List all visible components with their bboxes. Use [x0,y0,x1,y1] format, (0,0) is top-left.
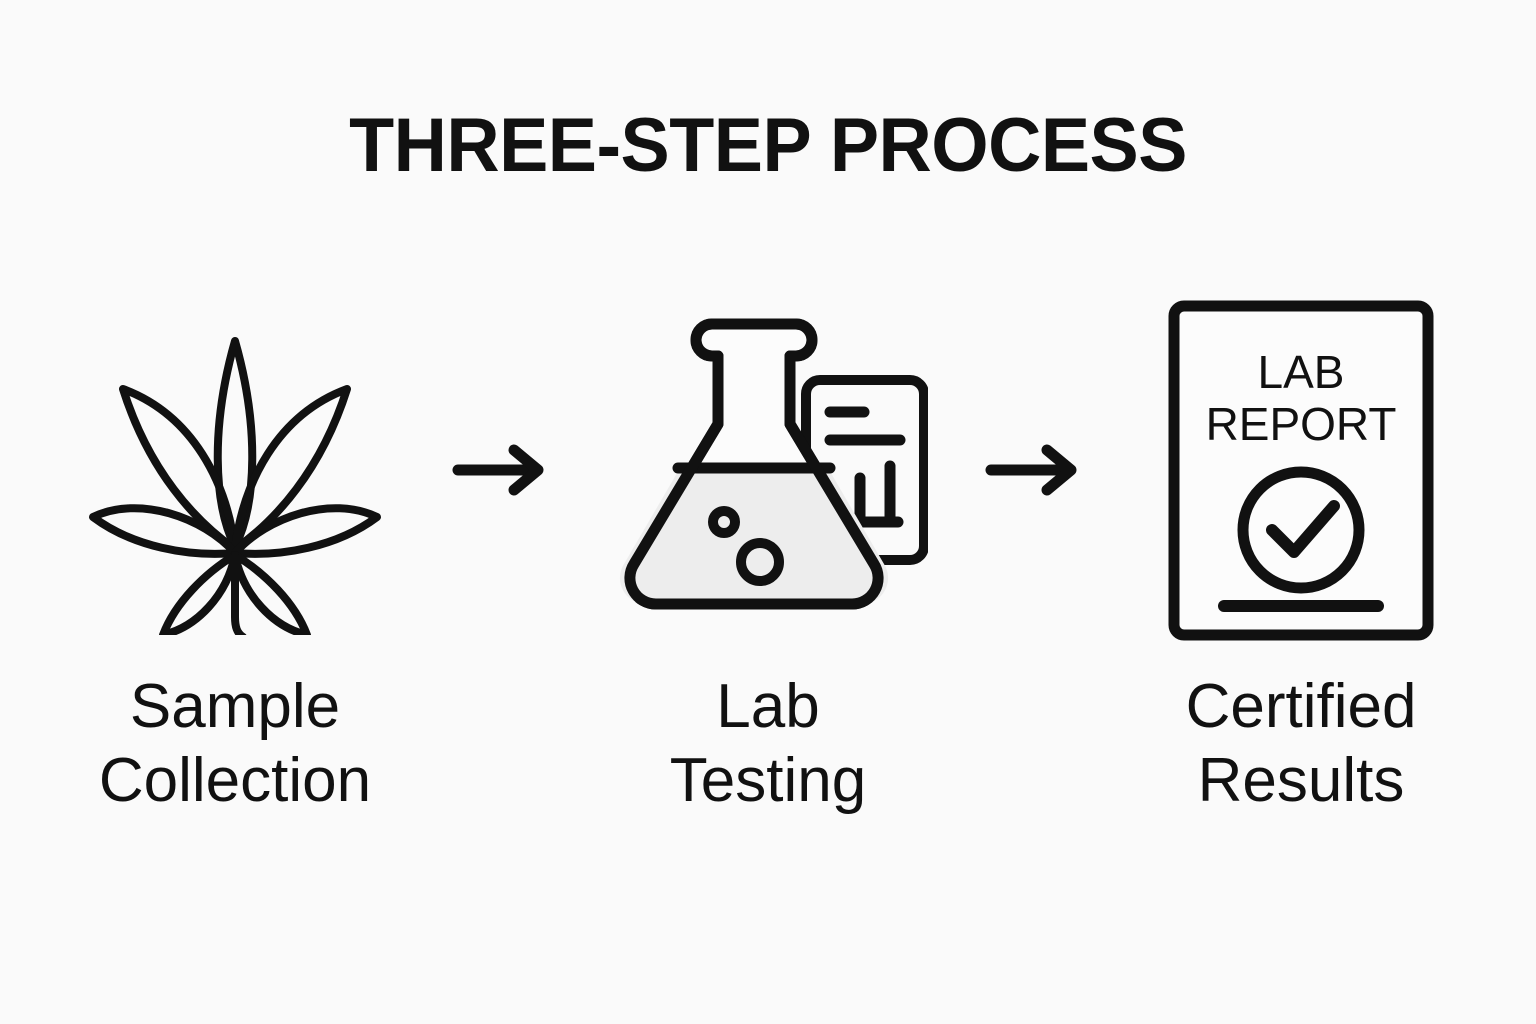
step-sample-collection: Sample Collection [70,290,400,818]
flask-liquid [619,468,889,605]
step-3-label: Certified Results [1185,672,1417,815]
arrow-right-icon [985,444,1076,496]
connector-1-box [442,290,562,650]
flask-bubble-large [736,538,784,586]
step-certified-results: LAB REPORT Certified Results [1136,290,1466,818]
page-title: THREE-STEP PROCESS [349,103,1187,188]
arrow-right-icon [452,444,543,496]
step-lab-testing: Lab Testing [603,290,933,818]
flask-bubble-small [708,506,740,538]
connector-2-box [975,290,1095,650]
cannabis-leaf-icon [89,337,381,635]
step-3-icon-box: LAB REPORT [1136,290,1466,650]
step-2-icon-box [603,290,933,650]
step-2-label: Lab Testing [669,672,867,815]
check-circle-icon [1237,466,1365,593]
report-title-line-2: REPORT [1206,398,1397,450]
steps-row: Sample Collection [70,290,1466,890]
lab-report-document-icon: LAB REPORT [1168,300,1434,640]
lab-flask-icon [619,318,928,610]
report-title-line-1: LAB [1258,346,1345,398]
flask-outline-top [624,318,884,610]
step-1-label: Sample Collection [98,672,372,815]
step-1-icon-box [70,290,400,650]
